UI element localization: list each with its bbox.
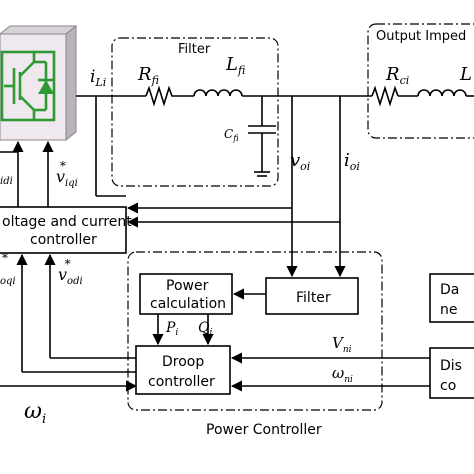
- dispatch-bottom-block: [429, 347, 474, 399]
- power-controller-region: [127, 251, 383, 411]
- label-r-c: Rci: [385, 64, 409, 87]
- label-p: Pi: [165, 320, 178, 338]
- capacitor-cf-icon: [248, 96, 276, 177]
- label-i-l: iLi: [90, 67, 106, 89]
- label-i-o: ioi: [344, 150, 360, 173]
- power-calc-line1: Power: [166, 278, 209, 294]
- filter-block: [265, 277, 359, 315]
- dispatch-top-block: [429, 273, 474, 323]
- output-impedance-label: Output Imped: [376, 29, 466, 44]
- label-v-id-sub: idi: [0, 176, 13, 187]
- dispatch-top-line1: Da: [440, 282, 459, 298]
- label-v-oq-sub: oqi: [0, 276, 16, 287]
- power-calc-line2: calculation: [150, 296, 226, 312]
- dispatch-bottom-line1: Dis: [440, 358, 462, 374]
- filter-region-label: Filter: [178, 42, 211, 57]
- filter-region: [111, 37, 279, 187]
- label-c-f: Cfi: [224, 127, 239, 143]
- power-calculation-block: [139, 273, 233, 315]
- output-impedance-region: [367, 23, 474, 139]
- inductor-lf-icon: [193, 89, 243, 97]
- label-q: Qi: [198, 320, 212, 338]
- label-v-iq: viqi*: [56, 159, 78, 189]
- label-omega-n: ωni: [332, 364, 353, 385]
- inductor-lc-icon: [417, 89, 467, 97]
- label-r-f: Rfi: [137, 64, 159, 87]
- vc-controller-line2: controller: [30, 232, 97, 248]
- power-controller-label: Power Controller: [206, 422, 322, 438]
- label-v-n: Vni: [332, 334, 352, 355]
- dispatch-top-line2: ne: [440, 302, 458, 318]
- inverter-block: [0, 24, 78, 142]
- droop-line2: controller: [148, 374, 215, 390]
- label-l-f: Lfi: [225, 54, 245, 77]
- dispatch-bottom-line2: co: [440, 378, 456, 394]
- resistor-rc-icon: [371, 85, 399, 107]
- label-v-oq-star: *: [2, 251, 8, 265]
- filter-block-label: Filter: [296, 290, 331, 306]
- droop-line1: Droop: [162, 354, 204, 370]
- label-l-c: L: [459, 64, 472, 85]
- igbt-symbol-icon: [0, 50, 56, 122]
- droop-controller-block: [135, 345, 231, 395]
- label-omega: ωi: [24, 399, 46, 427]
- resistor-rf-icon: [145, 85, 174, 107]
- label-v-od: vodi*: [58, 257, 83, 287]
- vc-controller-line1: oltage and current: [2, 214, 132, 230]
- label-v-o: voi: [290, 150, 310, 173]
- voltage-current-controller-block: [0, 206, 127, 254]
